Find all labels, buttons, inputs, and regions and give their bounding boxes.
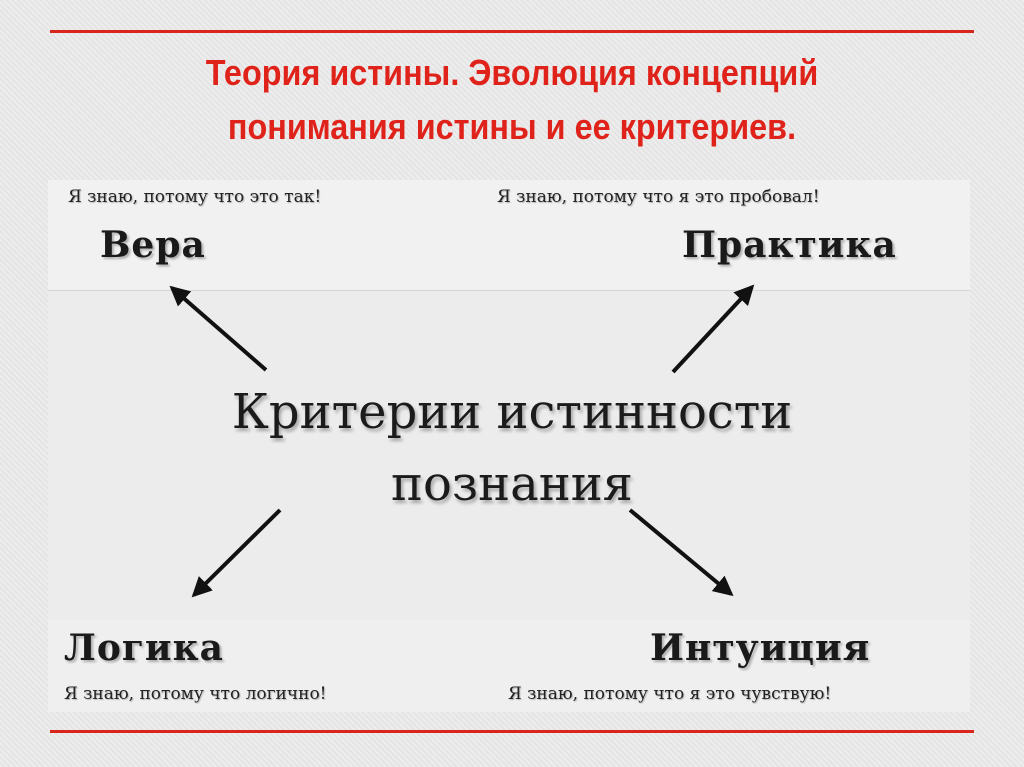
bottom-rule [50,730,974,733]
diagram-bottom-band [48,620,970,712]
intuition-caption: Я знаю, потому что я это чувствую! [508,684,832,704]
center-title-line-2: познания [391,456,633,512]
slide-title-line-2: понимания истины и ее критериев. [227,106,797,147]
top-rule [50,30,974,33]
faith-caption: Я знаю, потому что это так! [68,187,322,207]
intuition-label: Интуиция [650,627,871,669]
slide-title-line-1: Теория истины. Эволюция концепций [205,52,819,93]
arrow-to-faith [169,285,268,372]
practice-caption: Я знаю, потому что я это пробовал! [497,187,820,207]
arrow-to-intuition [628,508,734,597]
center-title-line-1: Критерии истинности [231,384,793,440]
logic-caption: Я знаю, потому что логично! [64,684,327,704]
arrow-to-practice [671,284,755,374]
diagram-top-band [48,180,970,291]
arrow-to-logic [191,508,282,598]
faith-label: Вера [100,224,206,266]
practice-label: Практика [682,224,897,266]
logic-label: Логика [64,627,224,669]
